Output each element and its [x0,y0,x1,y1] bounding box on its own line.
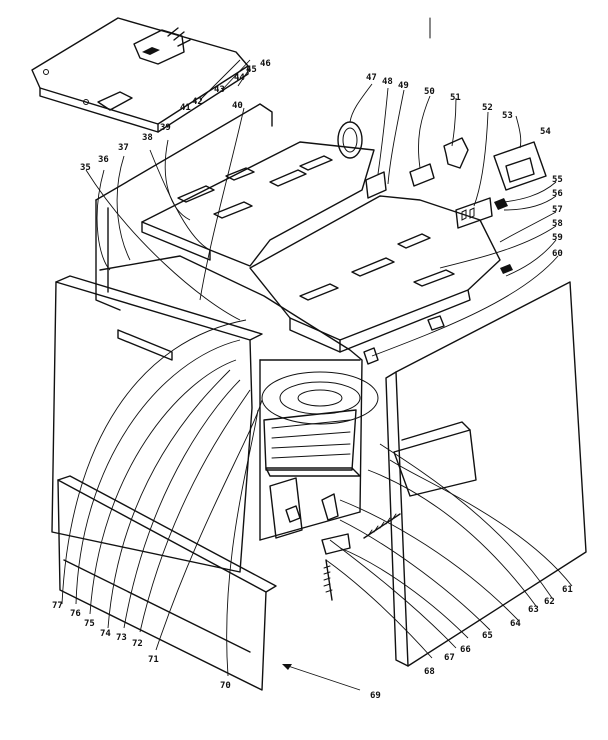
control-panel-assembly [31,17,249,133]
main-top-panel [249,195,501,353]
callout-51: 51 [450,93,461,103]
callout-67: 67 [444,653,455,663]
storage-drawer-front [57,475,277,691]
callout-44: 44 [234,73,245,83]
callout-40: 40 [232,101,243,111]
callout-75: 75 [84,619,95,629]
callout-49: 49 [398,81,409,91]
callout-76: 76 [70,609,81,619]
callout-60: 60 [552,249,563,259]
callout-73: 73 [116,633,127,643]
callout-77: 77 [52,601,63,611]
callout-64: 64 [510,619,521,629]
callout-70: 70 [220,681,231,691]
callout-39: 39 [160,123,171,133]
callout-62: 62 [544,597,555,607]
callout-65: 65 [482,631,493,641]
callout-54: 54 [540,127,551,137]
callout-37: 37 [118,143,129,153]
oven-door [51,275,263,573]
callout-48: 48 [382,77,393,87]
inner-rear-panel [393,421,477,497]
callout-46: 46 [260,59,271,69]
oven-interior [261,371,379,477]
callout-69: 69 [370,691,381,701]
right-side-panel [385,281,587,667]
arrowhead [282,664,292,670]
callout-55: 55 [552,175,563,185]
callout-53: 53 [502,111,513,121]
callout-68: 68 [424,667,435,677]
callout-74: 74 [100,629,111,639]
callout-45: 45 [246,65,257,75]
leader-lines [61,59,573,691]
callout-50: 50 [424,87,435,97]
cooktop-top [141,141,375,267]
callout-52: 52 [482,103,493,113]
callout-43: 43 [214,85,225,95]
callout-59: 59 [552,233,563,243]
callout-42: 42 [192,97,203,107]
callout-71: 71 [148,655,159,665]
callout-61: 61 [562,585,573,595]
callout-58: 58 [552,219,563,229]
callout-57: 57 [552,205,563,215]
callout-66: 66 [460,645,471,655]
callout-56: 56 [552,189,563,199]
range-cabinet [95,103,363,541]
lower-burner-assembly [269,477,401,601]
callout-36: 36 [98,155,109,165]
callout-72: 72 [132,639,143,649]
callout-numbers: 35 36 37 38 39 40 41 42 43 44 45 46 47 4… [52,59,573,701]
callout-63: 63 [528,605,539,615]
callout-41: 41 [180,103,191,113]
callout-47: 47 [366,73,377,83]
callout-38: 38 [142,133,153,143]
callout-35: 35 [80,163,91,173]
